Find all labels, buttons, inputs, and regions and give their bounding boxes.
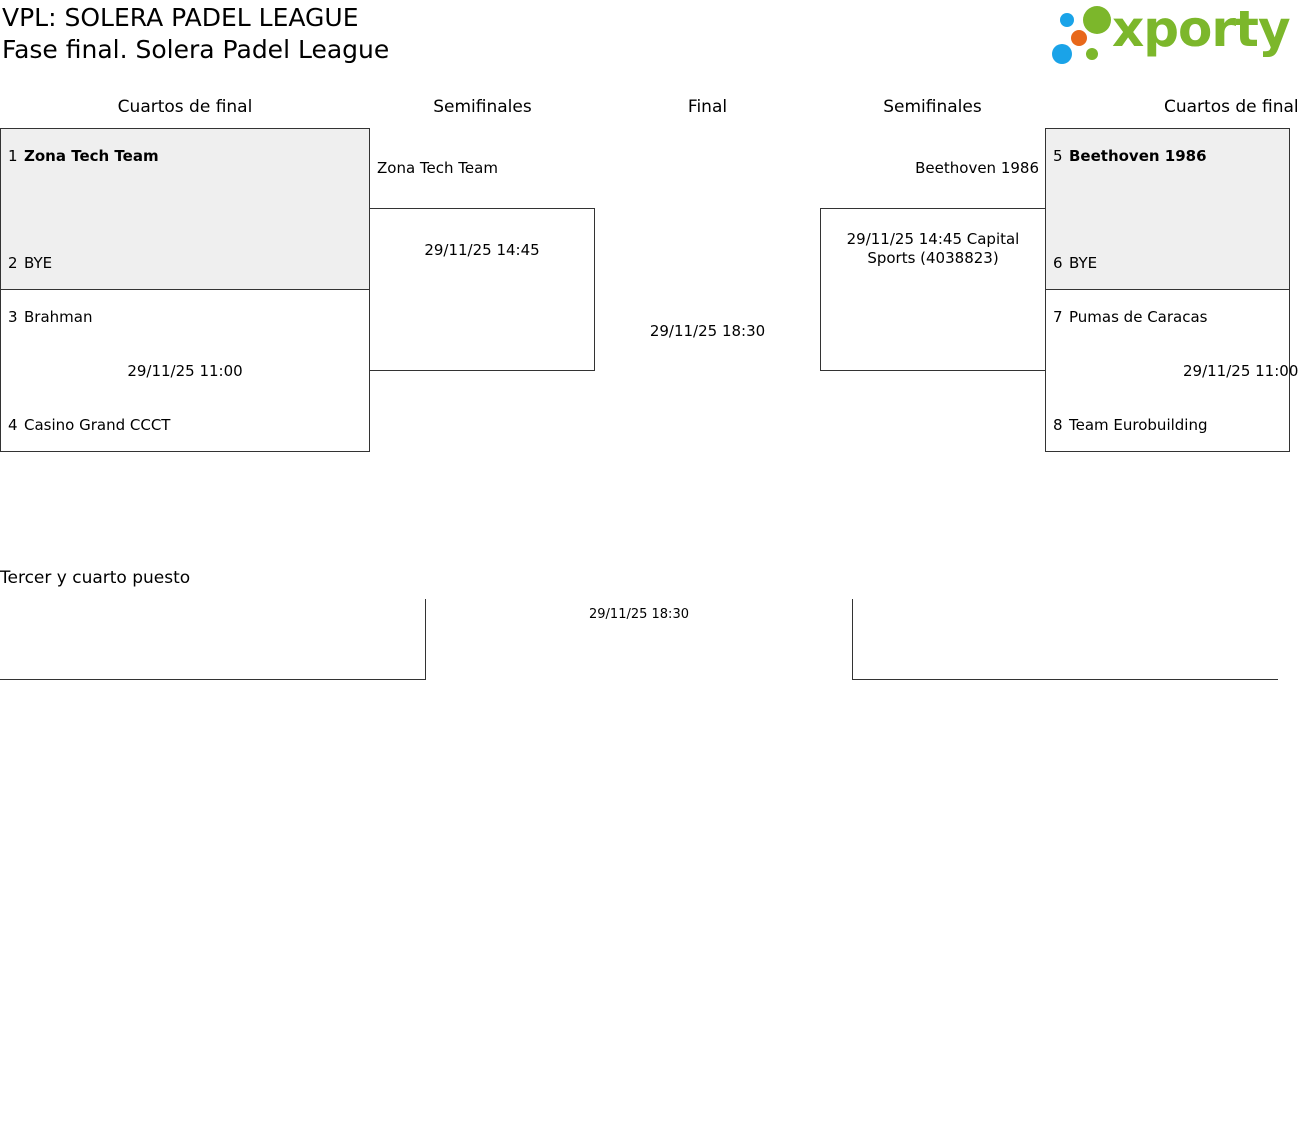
team-slot-6[interactable]: 6 BYE [1053,253,1097,273]
match-time: 29/11/25 14:45 [424,241,540,259]
round-header-left-quarter: Cuartos de final [117,97,253,117]
seed-number: 2 [8,254,18,272]
team-name: Casino Grand CCCT [24,416,171,434]
team-slot-1[interactable]: 1 Zona Tech Team [8,146,159,166]
team-name: Zona Tech Team [24,147,159,165]
third-place-match-time: 29/11/25 18:30 [589,607,689,622]
left-quarter-match-2[interactable]: 3 Brahman 29/11/25 11:00 4 Casino Grand CC… [0,289,370,452]
team-name: BYE [24,254,53,272]
round-header-right-semi: Semifinales [883,97,982,117]
seed-number: 6 [1053,254,1063,272]
team-slot-2[interactable]: 2 BYE [8,253,52,273]
round-header-left-semi: Semifinales [433,97,532,117]
third-place-right-slot[interactable] [852,599,1278,680]
left-quarter-match-1[interactable]: 1 Zona Tech Team 2 BYE [0,128,370,290]
right-semi-match[interactable]: 29/11/25 14:45 Capital Sports (4038823) [820,208,1046,371]
round-header-final: Final [687,97,728,117]
logo-dot-blue-icon [1060,13,1074,27]
right-semi-team[interactable]: Beethoven 1986 [915,159,1039,177]
team-name: Brahman [24,308,93,326]
seed-number: 8 [1053,416,1063,434]
match-time: 29/11/25 11:00 [127,362,243,380]
logo-dot-green-icon [1083,6,1111,34]
match-time: 29/11/25 14:45 Capital Sports (4038823) [846,230,1020,267]
seed-number: 5 [1053,147,1063,165]
page-subtitle: Fase final. Solera Padel League [2,35,390,64]
team-name: BYE [1069,254,1098,272]
match-time: 29/11/25 11:00 [1183,362,1299,380]
team-slot-4[interactable]: 4 Casino Grand CCCT [8,415,170,435]
third-place-title: Tercer y cuarto puesto [0,568,191,588]
team-name: Beethoven 1986 [1069,147,1207,165]
logo-text: xporty [1112,0,1291,58]
seed-number: 1 [8,147,18,165]
team-name: Team Eurobuilding [1069,416,1208,434]
team-slot-8[interactable]: 8 Team Eurobuilding [1053,415,1208,435]
logo-dot-orange-icon [1071,30,1087,46]
third-place-left-slot[interactable] [0,599,426,680]
page-title: VPL: SOLERA PADEL LEAGUE [2,3,359,32]
seed-number: 4 [8,416,18,434]
left-semi-match[interactable]: 29/11/25 14:45 [369,208,595,371]
team-slot-7[interactable]: 7 Pumas de Caracas [1053,307,1207,327]
right-quarter-match-1[interactable]: 5 Beethoven 1986 6 BYE [1045,128,1290,290]
final-match-time: 29/11/25 18:30 [649,322,766,340]
seed-number: 3 [8,308,18,326]
team-slot-3[interactable]: 3 Brahman [8,307,92,327]
team-slot-5[interactable]: 5 Beethoven 1986 [1053,146,1207,166]
logo-dot-blue2-icon [1052,44,1072,64]
xporty-logo[interactable]: xporty [1052,0,1291,66]
team-name: Pumas de Caracas [1069,308,1208,326]
logo-dot-green2-icon [1086,48,1098,60]
round-header-right-quarter: Cuartos de final [1164,97,1299,117]
seed-number: 7 [1053,308,1063,326]
left-semi-team[interactable]: Zona Tech Team [377,159,498,177]
right-quarter-match-2[interactable]: 7 Pumas de Caracas 29/11/25 11:00 8 Team E… [1045,289,1298,452]
